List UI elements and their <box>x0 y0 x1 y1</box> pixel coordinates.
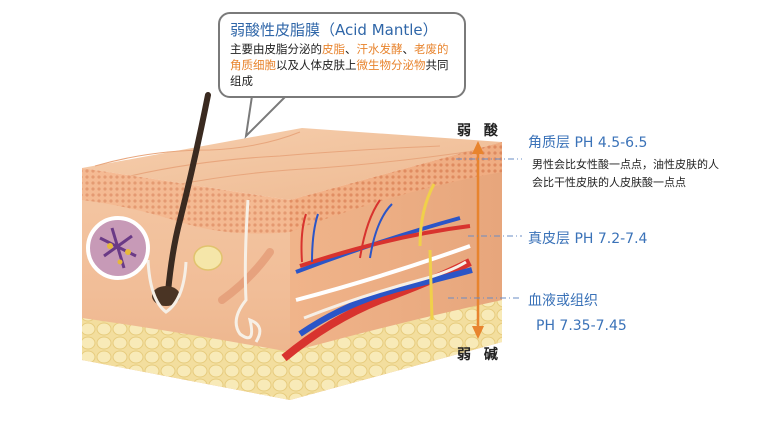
callout-text-segment: 、 <box>402 42 415 56</box>
scale-top-label: 弱 酸 <box>457 123 502 139</box>
hair-strand <box>165 92 211 295</box>
layer-note-line-1: 男性会比女性酸一点点，油性皮肤的人 <box>532 158 719 171</box>
front-fat-layer <box>82 318 290 400</box>
hair-bulb <box>152 286 180 306</box>
large-vein <box>298 267 473 337</box>
acid-mantle-callout: 弱酸性皮脂膜（Acid Mantle） 主要由皮脂分泌的皮脂、汗水发酵、老废的角… <box>218 12 466 98</box>
layer-label-blood: 血液或组织 <box>528 293 598 309</box>
callout-highlight-microbes: 微生物分泌物 <box>356 58 426 72</box>
callout-title: 弱酸性皮脂膜（Acid Mantle） <box>230 21 438 39</box>
layer-note-line-2: 会比干性皮肤的人皮肤酸一点点 <box>532 176 686 189</box>
callout-text-segment: 以及人体皮肤上 <box>276 58 357 72</box>
callout-text-segment: 、 <box>345 42 357 56</box>
artery <box>299 224 471 268</box>
nerve <box>418 183 436 247</box>
sweat-gland <box>234 199 262 343</box>
callout-text-segment: 共同组成 <box>230 58 449 88</box>
layer-label-stratum-corneum: 角质层 PH 4.5-6.5 <box>528 135 648 151</box>
callout-text-segment: 主要由皮脂分泌的 <box>230 42 322 56</box>
callout-pointer <box>244 95 289 139</box>
sebaceous-gland <box>193 245 223 271</box>
callout-body: 主要由皮脂分泌的皮脂、汗水发酵、老废的角质细胞以及人体皮肤上微生物分泌物共同组成 <box>230 41 454 89</box>
callout-highlight-sebum: 皮脂 <box>322 42 345 56</box>
scale-bottom-label: 弱 碱 <box>457 347 502 363</box>
callout-highlight-sweat: 汗水发酵 <box>356 42 403 56</box>
layer-label-blood-ph: PH 7.35-7.45 <box>536 318 627 334</box>
side-fat-layer <box>290 300 502 400</box>
layer-label-dermis: 真皮层 PH 7.2-7.4 <box>528 231 648 247</box>
callout-highlight-keratinocytes: 老废的角质细胞 <box>230 42 449 72</box>
